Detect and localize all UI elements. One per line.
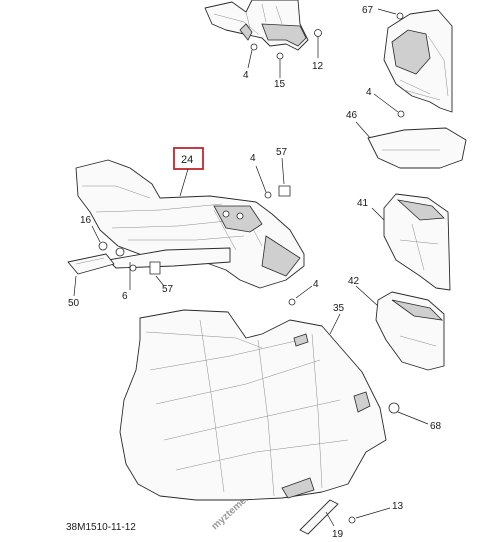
callout-label-50: 50 [68, 298, 80, 309]
callout-label-4-lower: 4 [313, 279, 319, 290]
fastener-57-top [278, 157, 291, 197]
fastener-13 [348, 507, 391, 524]
drawing-code: 38M1510-11-12 [66, 522, 136, 533]
callout-label-68: 68 [430, 421, 442, 432]
callout-label-57-lower: 57 [162, 284, 174, 295]
callout-label-41: 41 [357, 198, 369, 209]
callout-24-highlight [173, 147, 204, 197]
fastener-4-top [247, 43, 258, 69]
callout-label-35: 35 [333, 303, 345, 314]
part-24-side-panel [75, 159, 305, 289]
callout-35-leader [293, 313, 341, 347]
callout-label-42: 42 [348, 276, 360, 287]
part-19-strap [299, 499, 339, 535]
fastener-6 [129, 262, 137, 290]
part-68-grommet [388, 402, 429, 425]
part-16-clip [91, 225, 231, 269]
callout-label-4-right: 4 [366, 87, 372, 98]
callout-label-19: 19 [332, 529, 344, 540]
part-upper-right-cover [383, 9, 453, 113]
fastener-12 [314, 29, 322, 58]
callout-label-4-top: 4 [243, 70, 249, 81]
callout-label-12: 12 [312, 61, 324, 72]
fastener-57-lower [149, 261, 165, 287]
fastener-67 [377, 8, 404, 20]
part-top-bracket [204, 0, 309, 51]
part-35-lower-housing [119, 309, 387, 501]
fastener-4-mid [255, 165, 272, 199]
fastener-4-lower [288, 285, 313, 306]
part-42-panel [355, 285, 445, 371]
callout-label-24: 24 [181, 154, 193, 166]
fastener-4-right [373, 93, 405, 118]
callout-label-67: 67 [362, 5, 374, 16]
callout-label-4-mid: 4 [250, 153, 256, 164]
callout-label-15: 15 [274, 79, 286, 90]
callout-label-6: 6 [122, 291, 128, 302]
part-50-badge [67, 253, 115, 297]
callout-label-57-top: 57 [276, 147, 288, 158]
part-46-pad [355, 121, 467, 169]
fastener-15 [276, 52, 284, 78]
part-41-panel [371, 193, 451, 291]
callout-label-46: 46 [346, 110, 358, 121]
callout-label-16: 16 [80, 215, 92, 226]
callout-label-13: 13 [392, 501, 404, 512]
